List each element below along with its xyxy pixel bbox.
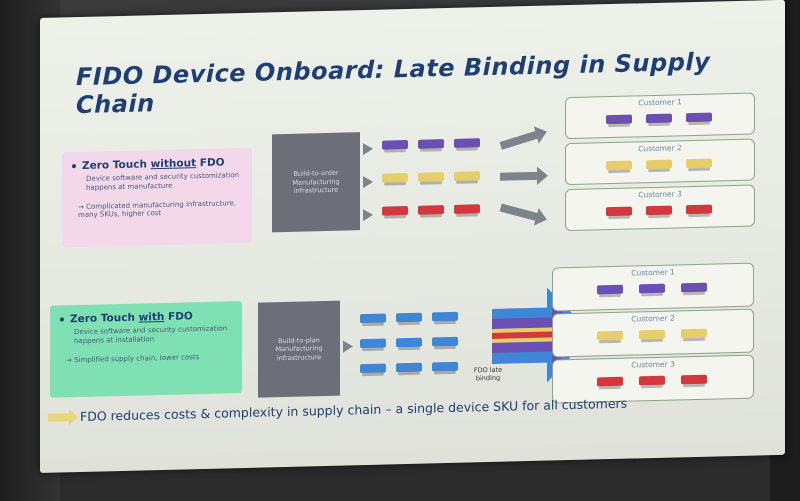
customer-label: Customer 3 [631, 359, 675, 370]
device-truck-red [639, 375, 665, 386]
device-truck-red [418, 205, 444, 215]
device-truck-yellow [597, 330, 623, 341]
device-truck-blue [396, 362, 422, 373]
footer-text: FDO reduces costs & complexity in supply… [80, 395, 628, 425]
device-truck-purple [606, 114, 632, 125]
customer-box-top-3: Customer 3 [565, 184, 755, 232]
device-truck-blue [360, 338, 386, 349]
customer-label: Customer 2 [638, 143, 682, 154]
device-truck-yellow [646, 159, 672, 170]
heading-suffix: FDO [164, 310, 193, 323]
device-truck-purple [597, 284, 623, 295]
device-truck-purple [382, 140, 408, 150]
callout-heading: Zero Touch with FDO [60, 309, 232, 325]
arrow-to-customer-icon [499, 203, 539, 221]
bullet-icon [72, 164, 76, 169]
arrow-small-icon [363, 208, 373, 222]
device-truck-red [681, 374, 707, 385]
device-truck-red [686, 204, 712, 215]
arrow-small-icon [363, 142, 373, 156]
device-truck-blue [396, 337, 422, 348]
device-truck-blue [432, 336, 458, 347]
device-truck-blue [432, 361, 458, 372]
callout-description: Device software and security customizati… [74, 324, 228, 345]
device-truck-yellow [606, 160, 632, 171]
arrow-small-icon [343, 340, 353, 353]
heading-prefix: Zero Touch [70, 311, 139, 326]
heading-prefix: Zero Touch [82, 158, 151, 172]
callout-consequence: → Simplified supply chain, lower costs [66, 352, 200, 364]
callout-consequence: → Complicated manufacturing infrastructu… [78, 198, 236, 220]
heading-emphasis: without [150, 157, 197, 171]
device-truck-purple [646, 113, 672, 124]
factory-build-to-order: Build-to-order Manufacturing infrastruct… [272, 132, 360, 233]
device-truck-yellow [639, 329, 665, 340]
bullet-icon [60, 317, 64, 322]
callout-without-fdo: Zero Touch without FDO Device software a… [62, 147, 252, 248]
arrow-to-customer-icon [500, 171, 538, 181]
device-truck-purple [681, 282, 707, 293]
device-truck-red [597, 376, 623, 387]
customer-box-top-2: Customer 2 [565, 138, 755, 186]
customer-box-bottom-1: Customer 1 [552, 262, 754, 312]
device-truck-yellow [681, 328, 707, 339]
factory-build-to-plan: Build-to-plan Manufacturing infrastructu… [258, 300, 340, 398]
device-truck-red [382, 206, 408, 216]
arrow-small-icon [363, 175, 373, 189]
customer-label: Customer 1 [631, 267, 675, 278]
customer-label: Customer 2 [631, 313, 675, 324]
heading-suffix: FDO [196, 156, 225, 170]
customer-label: Customer 1 [638, 97, 682, 108]
footer-arrow-icon [48, 412, 70, 422]
slide-footer: FDO reduces costs & complexity in supply… [48, 396, 627, 425]
device-truck-red [646, 205, 672, 216]
customer-box-bottom-2: Customer 2 [552, 308, 754, 358]
device-truck-yellow [454, 171, 480, 181]
callout-with-fdo: Zero Touch with FDO Device software and … [50, 301, 242, 398]
device-truck-purple [418, 139, 444, 149]
device-truck-red [606, 206, 632, 217]
late-binding-label: FDO late binding [473, 365, 503, 383]
device-truck-purple [639, 283, 665, 294]
device-truck-blue [360, 363, 386, 374]
customer-label: Customer 3 [638, 189, 682, 200]
device-truck-red [454, 204, 480, 214]
device-truck-yellow [382, 173, 408, 183]
device-truck-yellow [686, 158, 712, 169]
arrow-to-customer-icon [499, 130, 539, 150]
heading-emphasis: with [138, 310, 165, 324]
device-truck-blue [432, 311, 458, 322]
device-truck-blue [396, 312, 422, 323]
customer-box-top-1: Customer 1 [565, 92, 755, 140]
device-truck-purple [686, 112, 712, 123]
projector-screen: FIDO Device Onboard: Late Binding in Sup… [40, 0, 785, 473]
callout-heading: Zero Touch without FDO [72, 156, 242, 172]
device-truck-yellow [418, 172, 444, 182]
device-truck-purple [454, 138, 480, 148]
callout-description: Device software and security customizati… [86, 171, 240, 192]
device-truck-blue [360, 313, 386, 324]
